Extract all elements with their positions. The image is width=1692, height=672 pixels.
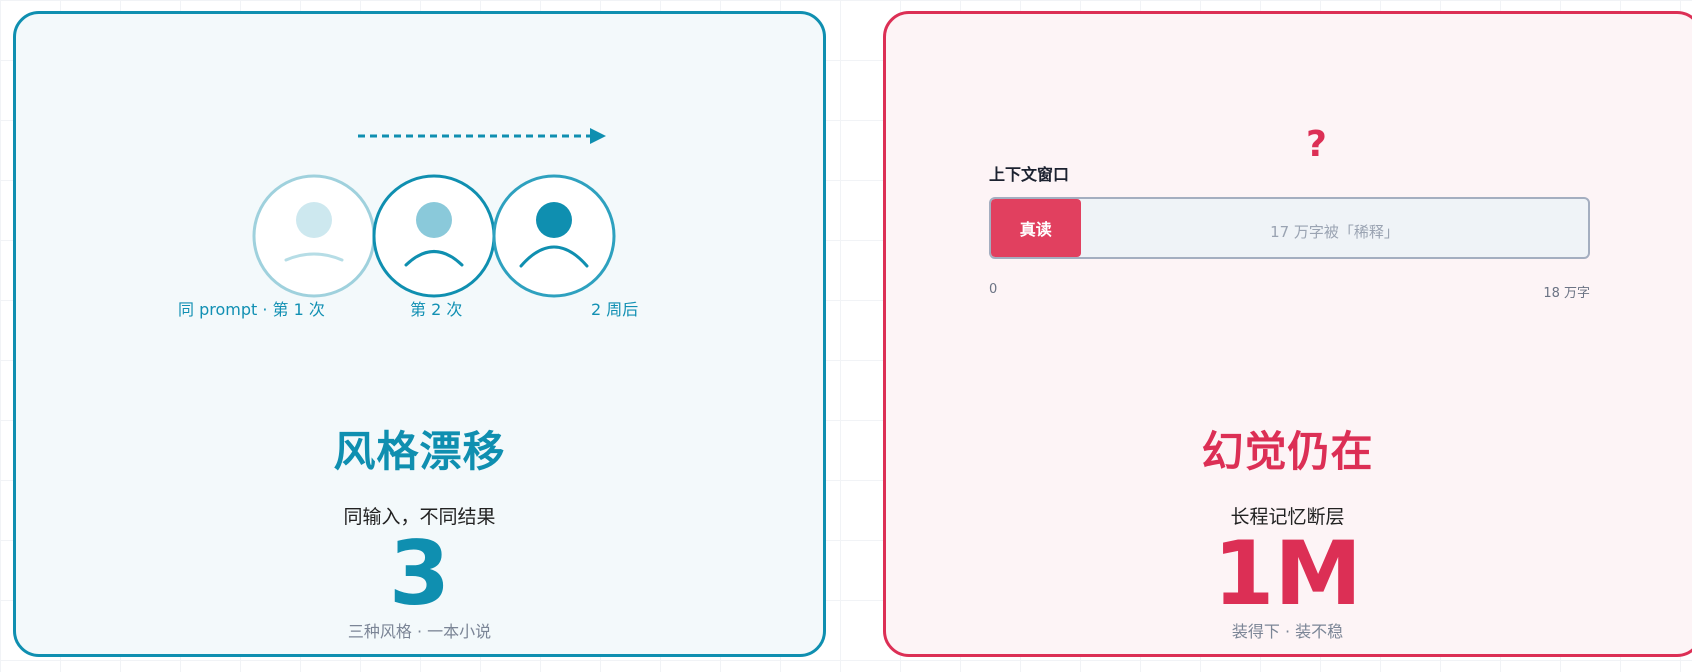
context-window-bar: 真读 17 万字被「稀释」	[989, 197, 1590, 259]
face-label-second: 第 2 次	[410, 300, 463, 319]
hallucination-title: 幻觉仍在	[1201, 427, 1374, 476]
axis-min-label: 0	[989, 282, 998, 297]
style-drift-card	[13, 11, 826, 657]
hallucination-number: 1M	[1213, 522, 1362, 625]
diluted-note: 17 万字被「稀释」	[1270, 223, 1399, 241]
style-drift-caption: 三种风格 · 一本小说	[347, 622, 492, 641]
question-mark: ?	[1306, 124, 1327, 165]
hallucination-caption: 装得下 · 装不稳	[1231, 622, 1344, 641]
style-drift-subtitle: 同输入，不同结果	[343, 506, 496, 528]
sad-face-icon	[372, 174, 496, 298]
real-read-segment: 真读	[991, 199, 1081, 257]
context-window-label: 上下文窗口	[989, 165, 1070, 184]
faces-row	[252, 174, 616, 298]
arrow-right-icon	[358, 128, 606, 144]
style-drift-title: 风格漂移	[333, 427, 506, 476]
sad-face-icon	[252, 174, 376, 298]
face-label-first: 同 prompt · 第 1 次	[178, 300, 325, 319]
axis-max-label: 18 万字	[1543, 286, 1590, 301]
face-label-third: 2 周后	[591, 300, 639, 319]
hallucination-card	[883, 11, 1692, 657]
hallucination-subtitle: 长程记忆断层	[1230, 506, 1345, 528]
style-drift-number: 3	[388, 522, 451, 625]
sad-face-icon	[492, 174, 616, 298]
